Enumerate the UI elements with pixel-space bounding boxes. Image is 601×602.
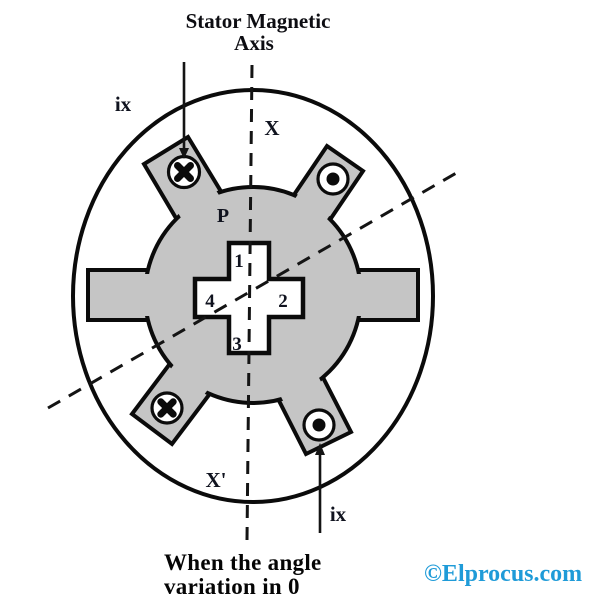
pole-join-mask	[91, 274, 169, 316]
current-into-page-icon-top-left	[166, 154, 202, 190]
rotor-axis-dashed-line	[47, 170, 459, 410]
arrowhead-down-icon	[179, 148, 189, 159]
label-current-ix-top: ix	[115, 92, 132, 116]
diagram-title-line1: Stator Magnetic	[186, 9, 331, 33]
caption-line1: When the angle	[164, 550, 322, 575]
current-out-of-page-icon-top-right	[316, 162, 350, 196]
label-axis-x-prime: X'	[206, 468, 227, 492]
current-into-page-icon-bottom-left	[150, 391, 184, 425]
label-pole-p: P	[217, 205, 229, 227]
label-axis-x: X	[264, 116, 279, 140]
rotor-cross	[192, 240, 306, 356]
current-out-of-page-icon-bottom-right	[302, 408, 336, 442]
pole-join-mask	[337, 274, 415, 316]
arrowhead-up-icon	[315, 443, 325, 455]
current-arrow-top-left	[179, 62, 189, 159]
watermark-elprocus: ©Elprocus.com	[424, 561, 582, 587]
diagram-title-line2: Axis	[234, 31, 274, 55]
caption-line2: variation in 0	[164, 574, 300, 599]
label-rotor-position-4: 4	[205, 291, 215, 312]
label-rotor-position-1: 1	[234, 251, 244, 272]
label-rotor-position-2: 2	[278, 291, 288, 312]
current-arrow-bottom-right	[315, 443, 325, 533]
label-current-ix-bottom: ix	[330, 502, 347, 526]
label-rotor-position-3: 3	[232, 334, 242, 355]
